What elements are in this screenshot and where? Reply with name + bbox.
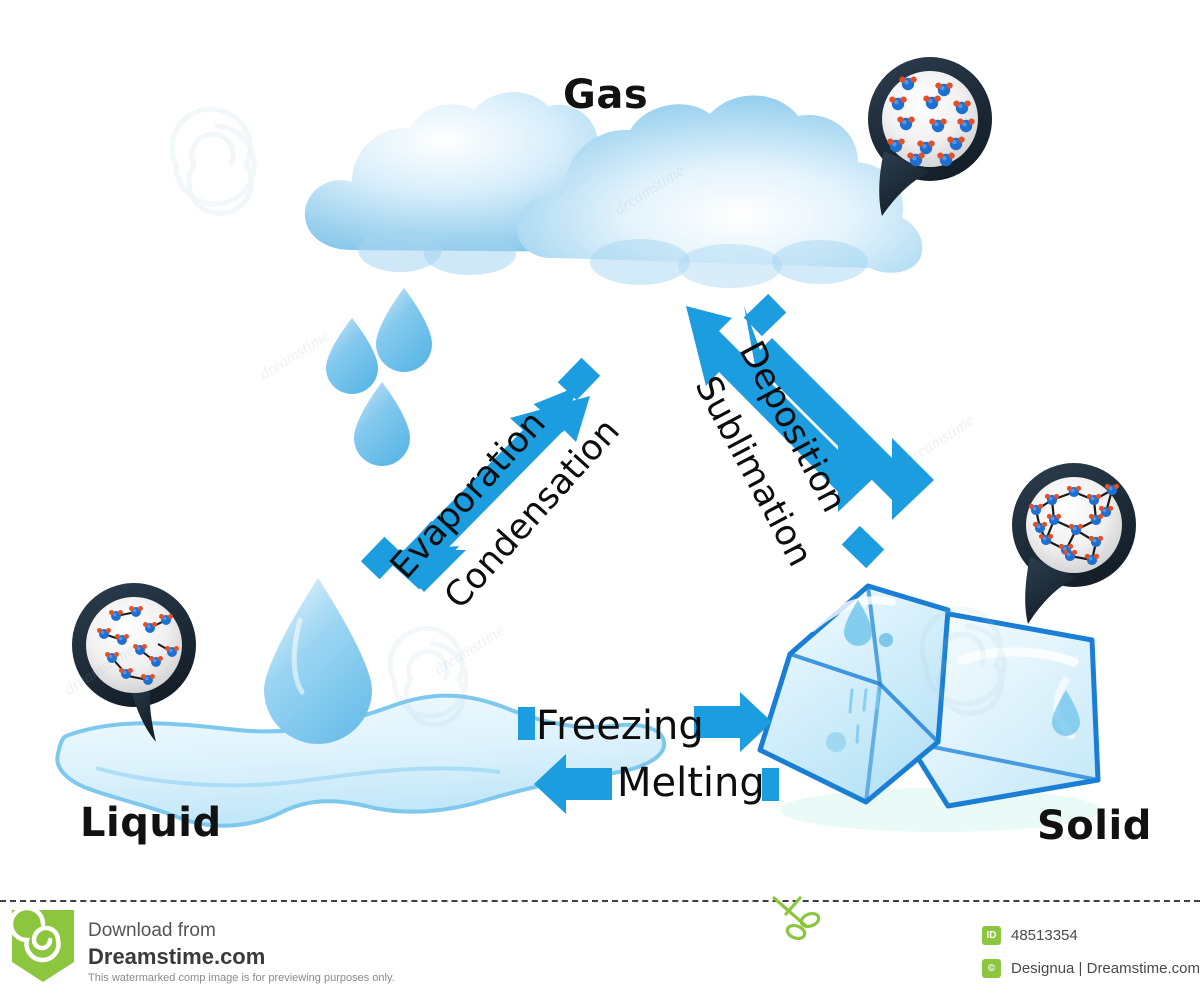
copyright-badge-icon: ©: [982, 959, 1001, 978]
arrow-deposition: [744, 306, 934, 520]
arrow-sublimation: [686, 306, 880, 512]
marker-deposition-tail: [743, 293, 787, 337]
id-badge-icon: ID: [982, 926, 1001, 945]
marker-condensation-tail: [557, 357, 601, 401]
ice-cubes-graphic: [757, 583, 1101, 832]
state-label-solid: Solid: [1037, 803, 1152, 849]
marker-melting-tail: [762, 768, 779, 801]
arrow-melting: [534, 754, 612, 814]
dreamstime-site-name: Dreamstime.com: [88, 944, 266, 969]
marker-sublimation-tail: [841, 525, 885, 569]
process-label-melting: Melting: [617, 760, 765, 806]
liquid-puddle-graphic: [55, 578, 667, 828]
marker-evaporation-tail: [360, 536, 404, 580]
watermark-notice: This watermarked comp image is for previ…: [88, 972, 395, 984]
diagram-canvas: [55, 56, 1136, 832]
state-label-gas: Gas: [563, 72, 649, 118]
inset-pin-liquid: [72, 583, 196, 742]
inset-pin-gas: [867, 56, 993, 216]
dreamstime-logo-icon: [12, 910, 74, 982]
author-row: © Designua | Dreamstime.com: [982, 959, 1200, 978]
arrow-freezing: [694, 692, 772, 752]
phase-change-diagram: Gas Liquid Solid Evaporation Condensatio…: [55, 56, 1152, 849]
inset-pin-solid: [1012, 463, 1136, 624]
dreamstime-footer: Download from Dreamstime.com This waterm…: [0, 896, 1200, 993]
author-credit: Designua | Dreamstime.com: [1011, 960, 1200, 977]
scissors-icon: [772, 896, 821, 941]
image-id-row: ID 48513354: [982, 926, 1078, 945]
image-id-value: 48513354: [1011, 927, 1078, 944]
process-label-freezing: Freezing: [536, 703, 704, 749]
cloud-gas-graphic: [304, 92, 923, 288]
rain-droplets-graphic: [326, 288, 432, 466]
download-from-text: Download from: [88, 920, 216, 941]
arrow-condensation: [384, 396, 590, 592]
marker-freezing-tail: [518, 707, 535, 740]
state-label-liquid: Liquid: [80, 800, 222, 846]
